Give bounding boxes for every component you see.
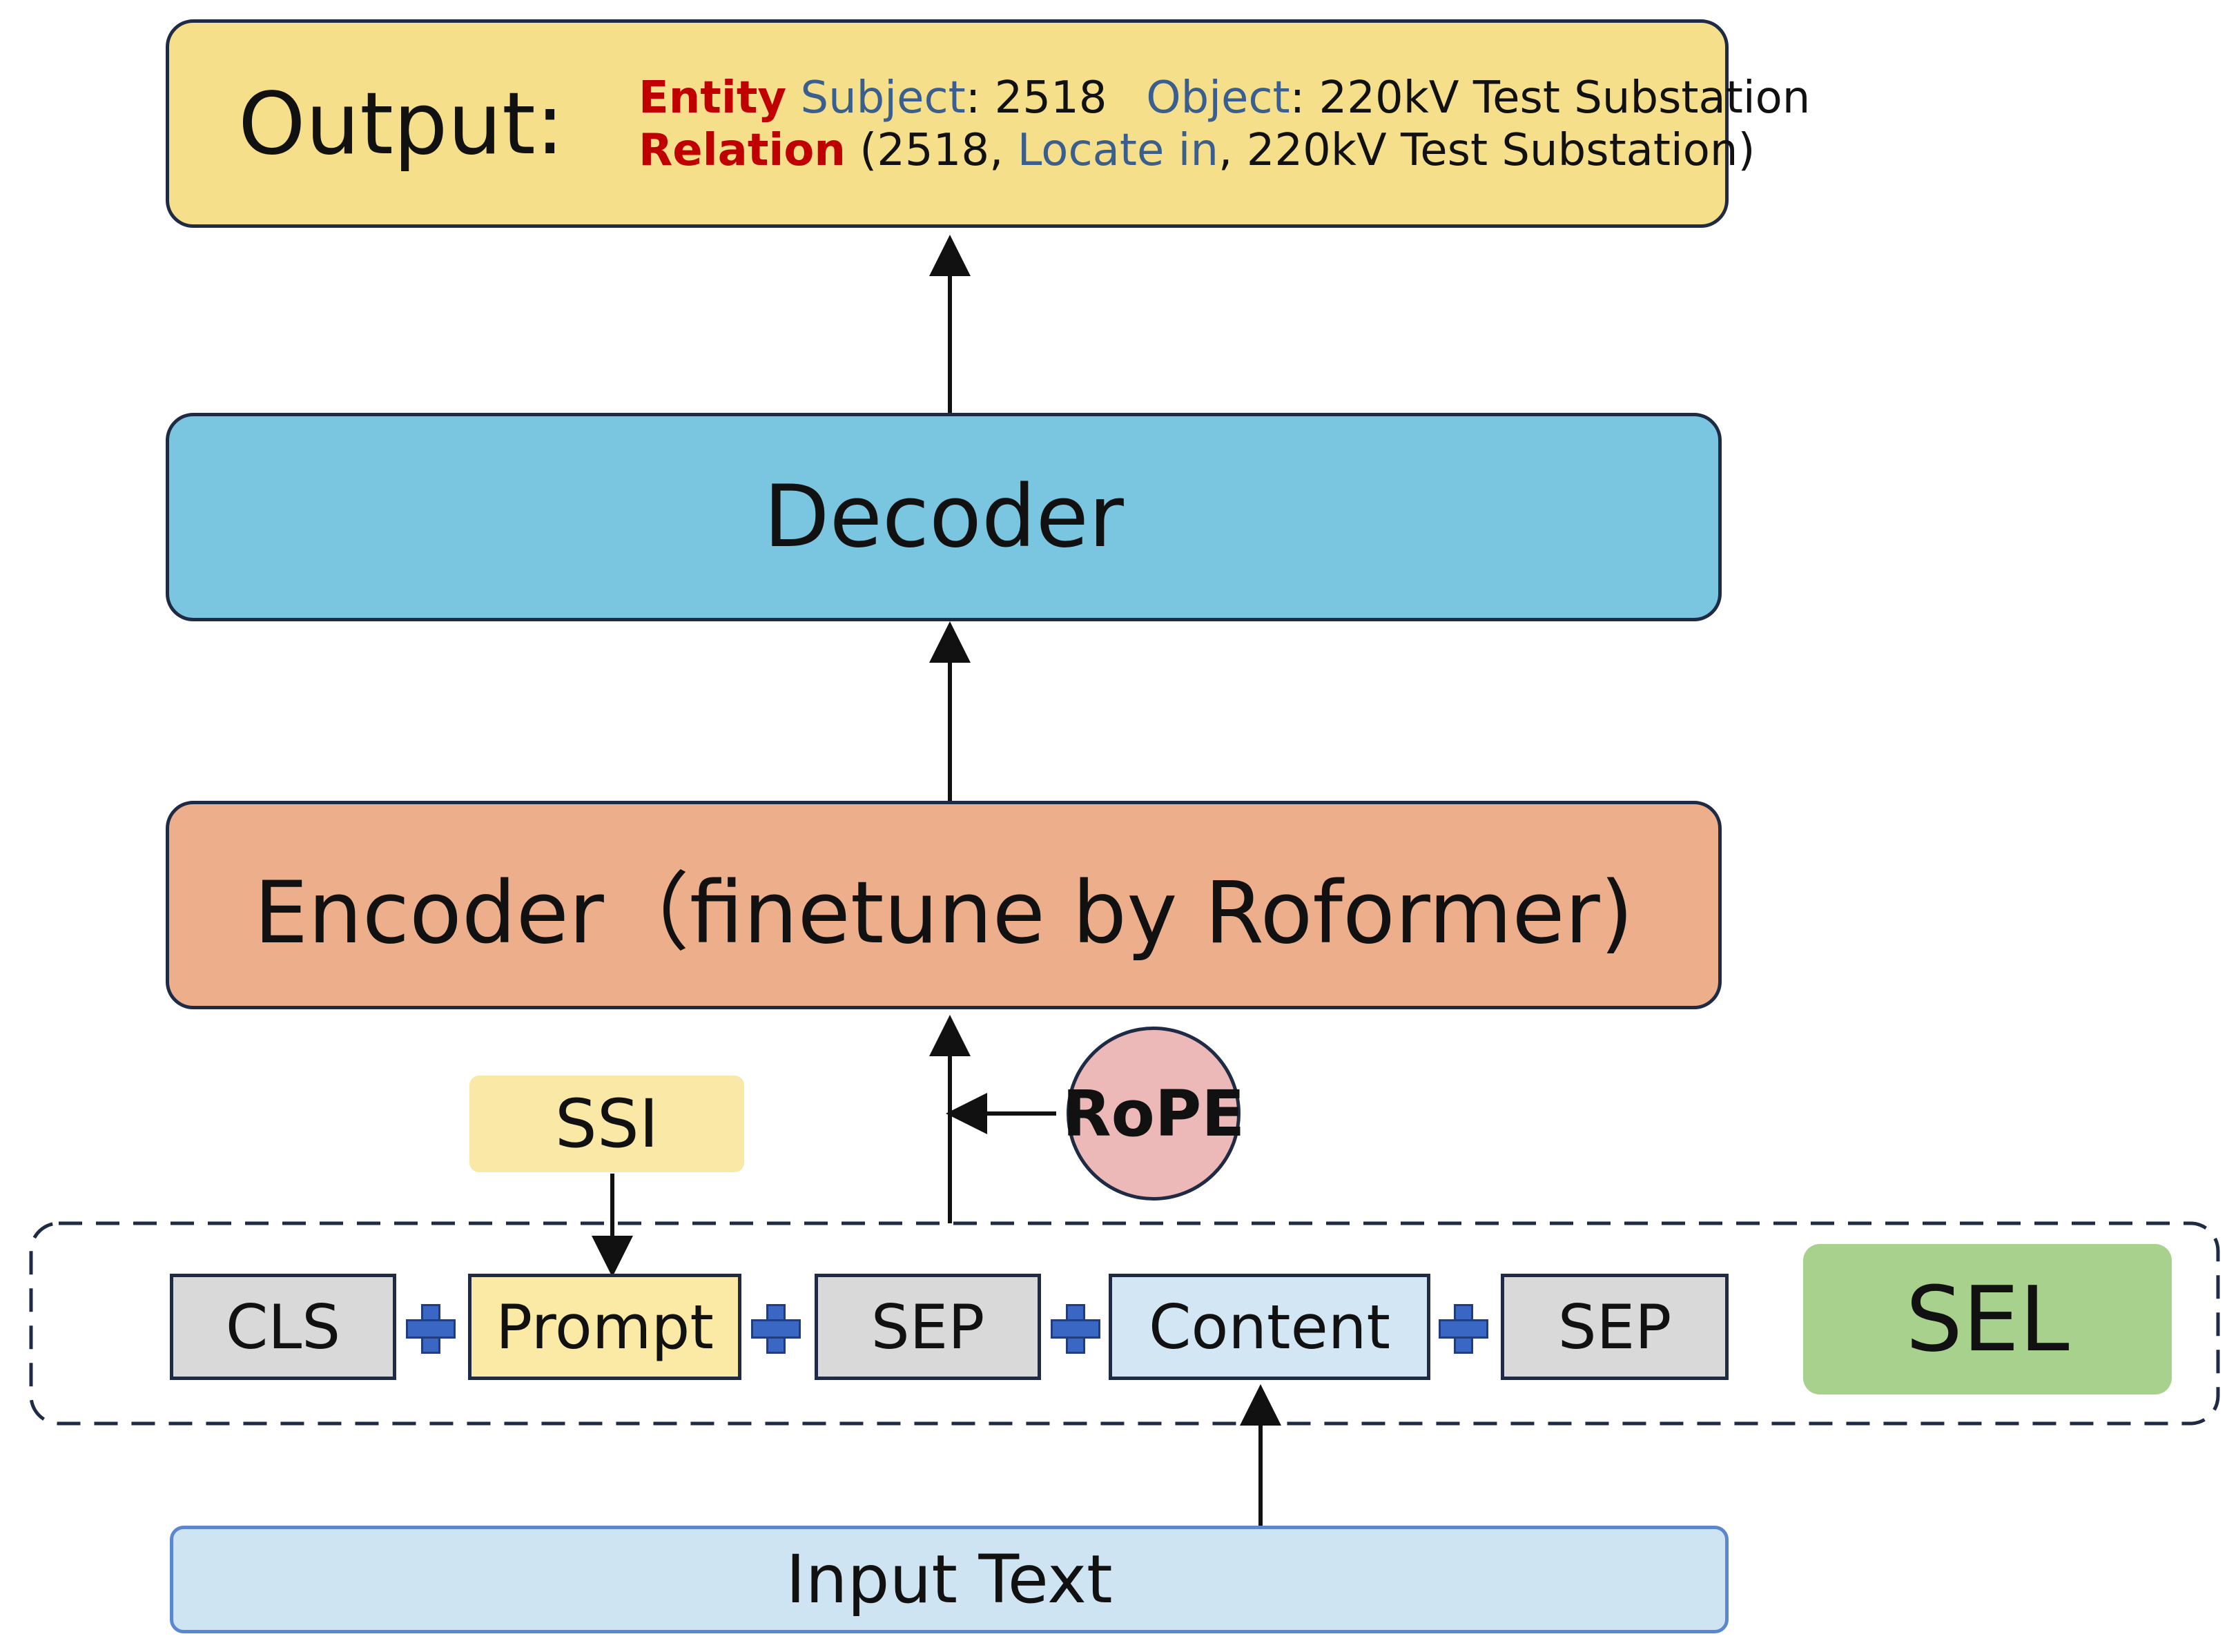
sel-label: SEL [1905, 1267, 2070, 1372]
output-label: Output: [238, 75, 565, 174]
rope-circle: RoPE [1062, 1027, 1245, 1201]
subject-key: Subject [800, 72, 966, 124]
object-value: : 220kV Test Substation [1290, 72, 1811, 124]
token-sep-1: SEP [815, 1274, 1041, 1380]
input-text-label: Input Text [786, 1541, 1113, 1618]
token-sep-2-label: SEP [1557, 1291, 1672, 1363]
decoder-label: Decoder [764, 467, 1124, 567]
sel-box: SEL [1803, 1244, 2172, 1395]
encoder-label: Encoder（finetune by Roformer) [253, 864, 1634, 963]
rope-label: RoPE [1062, 1076, 1245, 1151]
relation-rest: , 220kV Test Substation) [1218, 125, 1756, 176]
output-box: Output: Entity Subject: 2518 Object: 220… [166, 19, 1810, 228]
token-content-label: Content [1149, 1291, 1390, 1363]
token-prompt: Prompt [468, 1274, 741, 1380]
token-sep-1-label: SEP [871, 1291, 985, 1363]
plus-icon [1436, 1301, 1491, 1357]
object-key: Object [1146, 72, 1290, 124]
input-text-box: Input Text [170, 1526, 1729, 1633]
relation-open: (2518, [859, 125, 1004, 176]
output-relation-line: Relation (2518, Locate in, 220kV Test Su… [639, 125, 1755, 176]
token-content: Content [1109, 1274, 1430, 1380]
subject-value: : 2518 [965, 72, 1107, 124]
token-sep-2: SEP [1501, 1274, 1729, 1380]
plus-icon [403, 1301, 458, 1357]
token-prompt-label: Prompt [496, 1291, 714, 1363]
plus-icon [1048, 1301, 1103, 1357]
ssi-label: SSI [554, 1085, 659, 1163]
encoder-box: Encoder（finetune by Roformer) [166, 801, 1722, 1009]
token-cls-label: CLS [225, 1291, 341, 1363]
sel-dashed-frame [29, 1221, 2220, 1426]
plus-icon [748, 1301, 804, 1357]
entity-keyword: Entity [639, 72, 787, 124]
relation-predicate: Locate in [1017, 125, 1218, 176]
decoder-box: Decoder [166, 413, 1722, 621]
token-cls: CLS [170, 1274, 396, 1380]
ssi-box: SSI [469, 1076, 744, 1172]
output-entity-line: Entity Subject: 2518 Object: 220kV Test … [639, 72, 1810, 124]
relation-keyword: Relation [639, 125, 846, 176]
